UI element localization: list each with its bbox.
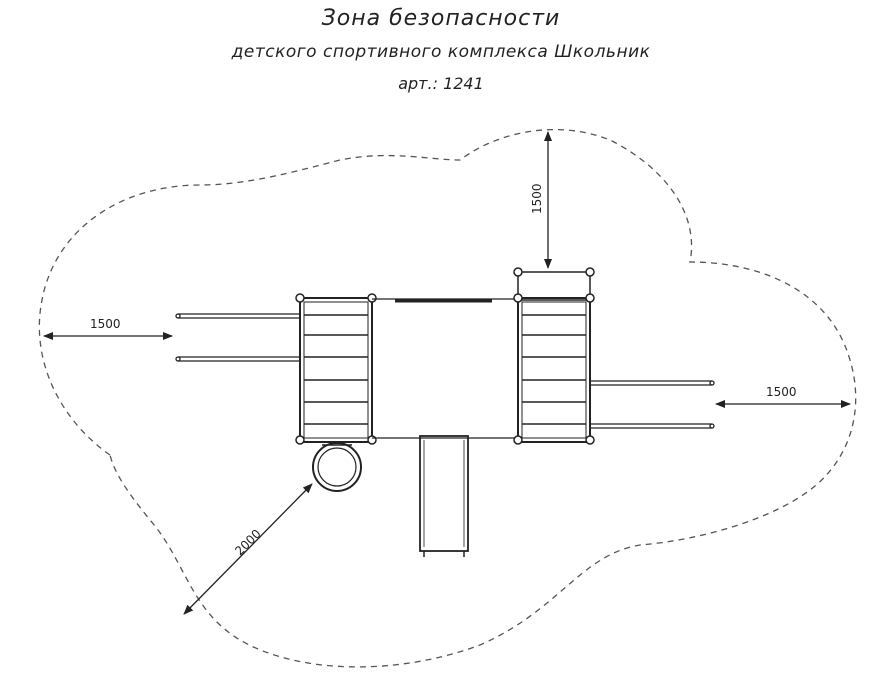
ring-tunnel bbox=[312, 442, 362, 492]
dimension-label-right: 1500 bbox=[766, 385, 797, 399]
article-number: арт.: 1241 bbox=[398, 74, 484, 93]
title-main: Зона безопасности bbox=[321, 6, 561, 31]
left-ladder-tower bbox=[295, 293, 377, 445]
safety-zone-boundary bbox=[38, 129, 857, 668]
dimension-label-left: 1500 bbox=[90, 317, 121, 331]
left-bars bbox=[175, 313, 300, 362]
right-bars bbox=[590, 380, 715, 429]
right-ladder-tower bbox=[513, 267, 595, 445]
dimension-label-bottom-left: 2000 bbox=[232, 527, 263, 558]
slide bbox=[419, 435, 469, 557]
title-subtitle: детского спортивного комплекса Школьник bbox=[231, 42, 651, 62]
dimension-label-top: 1500 bbox=[530, 183, 544, 214]
top-crossbar bbox=[372, 298, 518, 303]
dimension-arrow-bottom-left bbox=[183, 483, 313, 615]
